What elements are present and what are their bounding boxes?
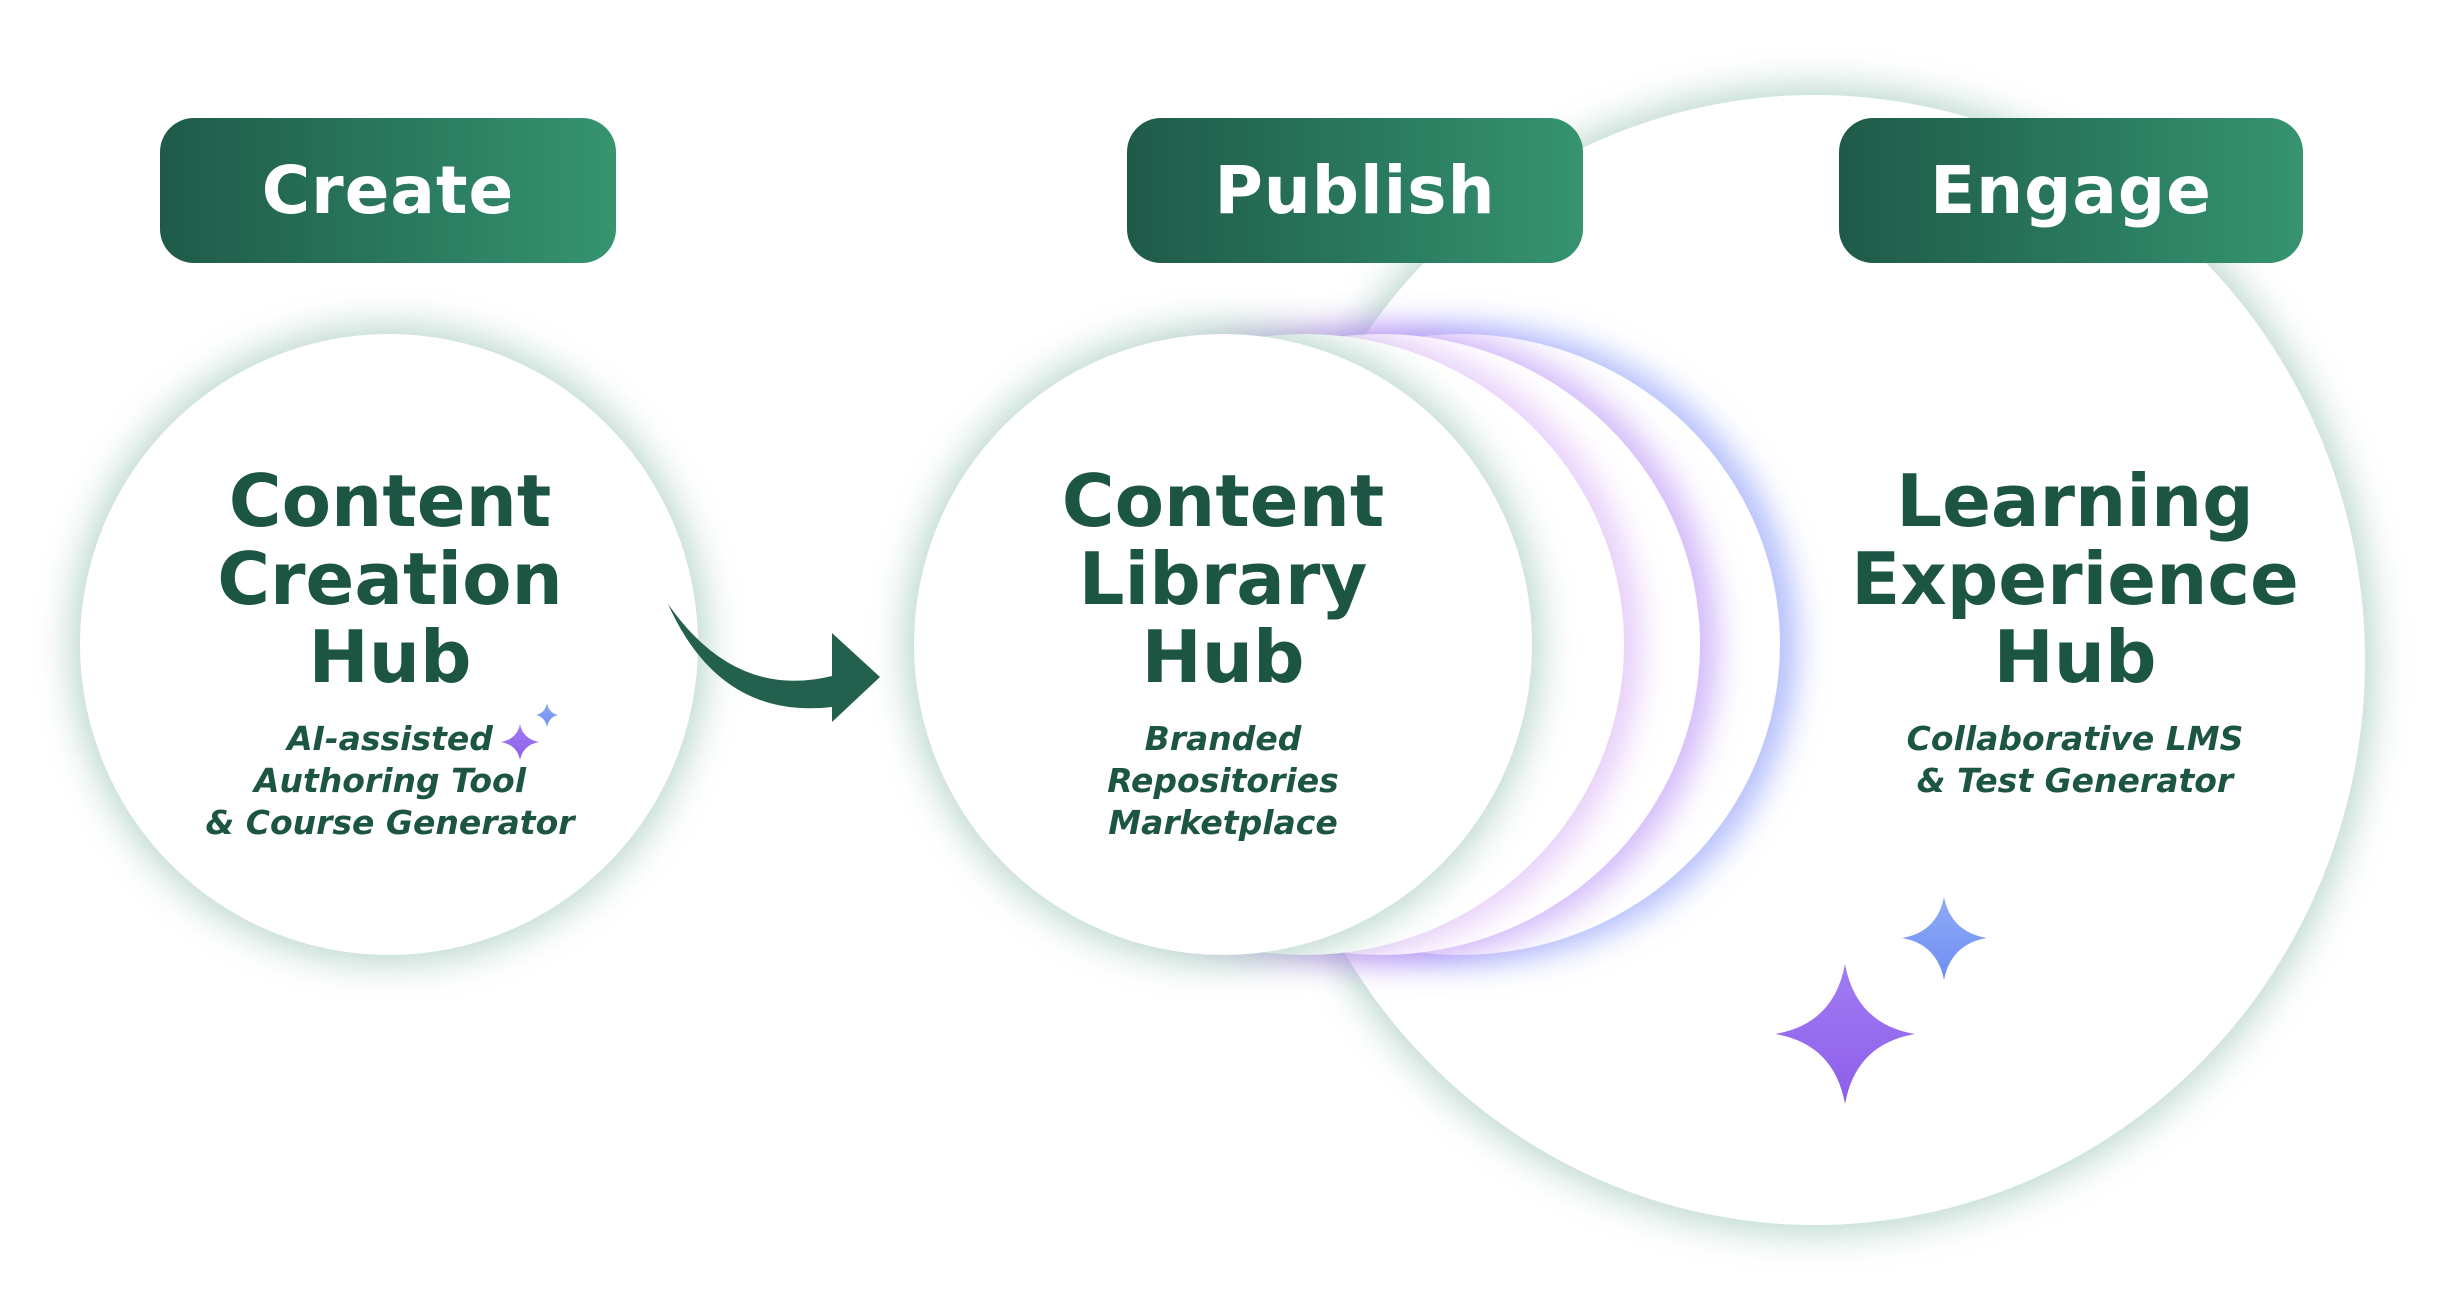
content-library-hub-circle xyxy=(914,334,1532,955)
arrow-icon xyxy=(668,604,880,722)
content-creation-hub-circle xyxy=(80,334,698,955)
creation-hub-subtitle: AI-assisted Authoring Tool & Course Gene… xyxy=(140,718,640,844)
library-hub-title-line: Hub xyxy=(1141,615,1305,699)
library-hub-title: Content Library Hub xyxy=(973,462,1473,696)
creation-hub-text: Content Creation Hub AI-assisted Authori… xyxy=(140,462,640,844)
creation-hub-title: Content Creation Hub xyxy=(140,462,640,696)
library-hub-subtitle-line: Marketplace xyxy=(1108,803,1338,842)
experience-hub-subtitle: Collaborative LMS & Test Generator xyxy=(1805,718,2345,802)
creation-hub-title-line: Content xyxy=(228,459,552,543)
experience-hub-subtitle-line: Collaborative LMS xyxy=(1906,719,2244,758)
library-hub-title-line: Content xyxy=(1061,459,1385,543)
create-stage-label: Create xyxy=(160,118,616,263)
creation-hub-title-line: Creation xyxy=(217,537,563,621)
sparkle-icon xyxy=(501,724,539,760)
experience-hub-subtitle-line: & Test Generator xyxy=(1916,761,2234,800)
library-hub-subtitle-line: Repositories xyxy=(1107,761,1339,800)
sparkle-icon xyxy=(536,703,558,727)
sparkle-icon xyxy=(1775,964,1915,1104)
library-hub-subtitle-line: Branded xyxy=(1144,719,1302,758)
experience-hub-text: Learning Experience Hub Collaborative LM… xyxy=(1805,462,2345,802)
creation-hub-subtitle-line: AI-assisted xyxy=(287,719,493,758)
engage-stage-label: Engage xyxy=(1839,118,2303,263)
library-hub-title-line: Library xyxy=(1078,537,1368,621)
creation-hub-title-line: Hub xyxy=(308,615,472,699)
publish-stage-label: Publish xyxy=(1127,118,1583,263)
experience-hub-title-line: Learning xyxy=(1896,459,2254,543)
experience-hub-title-line: Hub xyxy=(1993,615,2157,699)
experience-hub-title: Learning Experience Hub xyxy=(1805,462,2345,696)
creation-hub-subtitle-line: & Course Generator xyxy=(205,803,575,842)
library-hub-subtitle: Branded Repositories Marketplace xyxy=(973,718,1473,844)
creation-hub-subtitle-line: Authoring Tool xyxy=(253,761,527,800)
experience-hub-title-line: Experience xyxy=(1851,537,2299,621)
library-hub-text: Content Library Hub Branded Repositories… xyxy=(973,462,1473,844)
sparkle-icon xyxy=(1902,897,1987,980)
